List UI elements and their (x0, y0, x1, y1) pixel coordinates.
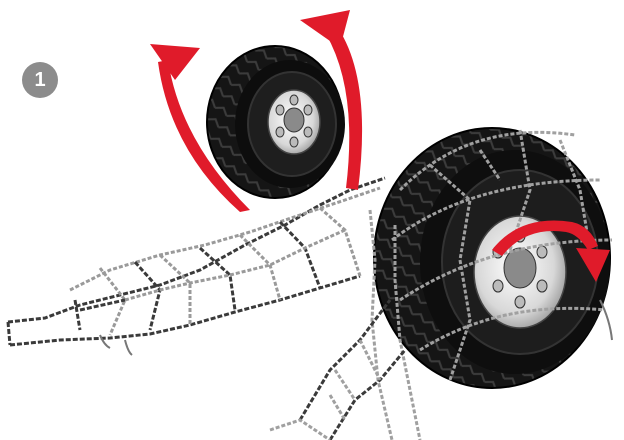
flat-tire-chain (8, 178, 385, 355)
upright-tire (207, 46, 345, 198)
